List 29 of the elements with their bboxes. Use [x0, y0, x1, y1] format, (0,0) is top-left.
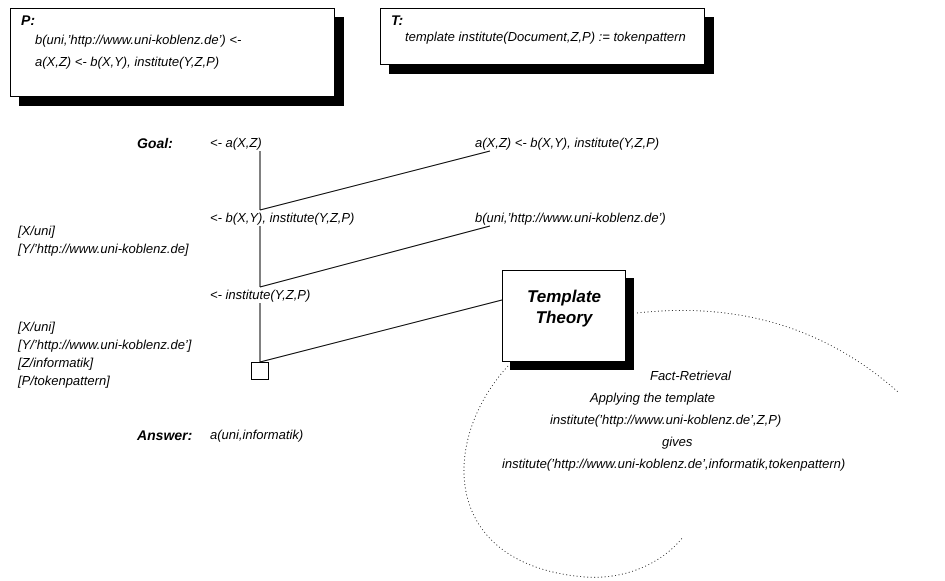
- box-title: Template Theory: [526, 286, 602, 328]
- clause-text: <- a(X,Z): [210, 135, 262, 151]
- clause-text: a(X,Z) <- b(X,Y), institute(Y,Z,P): [35, 53, 220, 71]
- annotation-text: [X/uni]: [18, 319, 55, 335]
- annotation-text: [Y/’http://www.uni-koblenz.de’]: [18, 337, 192, 353]
- annotation-text: institute(’http://www.uni-koblenz.de’,Z,P): [550, 412, 782, 428]
- section-label: Goal:: [137, 135, 173, 151]
- clause-text: <- institute(Y,Z,P): [210, 287, 310, 303]
- resolution-line: [260, 226, 490, 288]
- annotation-text: [X/uni]: [18, 223, 55, 239]
- clause-text: a(X,Z) <- b(X,Y), institute(Y,Z,P): [475, 135, 660, 151]
- annotation-text: Applying the template: [590, 390, 716, 406]
- annotation-text: [Y/’http://www.uni-koblenz.de]: [18, 241, 189, 257]
- card-heading: P:: [21, 12, 36, 29]
- annotation-text: Fact-Retrieval: [650, 368, 731, 384]
- clause-text: <- b(X,Y), institute(Y,Z,P): [210, 210, 354, 226]
- clause-text: b(uni,’http://www.uni-koblenz.de’): [475, 210, 666, 226]
- clause-text: template institute(Document,Z,P) := tokenpattern: [405, 29, 687, 45]
- card-heading: T:: [391, 12, 404, 29]
- resolution-line: [260, 300, 502, 362]
- resolution-line: [260, 150, 490, 210]
- annotation-text: gives: [662, 434, 692, 450]
- annotation-text: a(uni,informatik): [210, 427, 304, 443]
- section-label: Answer:: [137, 427, 192, 443]
- clause-text: b(uni,’http://www.uni-koblenz.de’) <-: [35, 31, 242, 49]
- annotation-text: [P/tokenpattern]: [18, 373, 110, 389]
- annotation-text: [Z/informatik]: [18, 355, 94, 371]
- empty-clause-box: [251, 362, 269, 380]
- annotation-text: institute(’http://www.uni-koblenz.de’,informatik,tokenpattern): [502, 456, 846, 472]
